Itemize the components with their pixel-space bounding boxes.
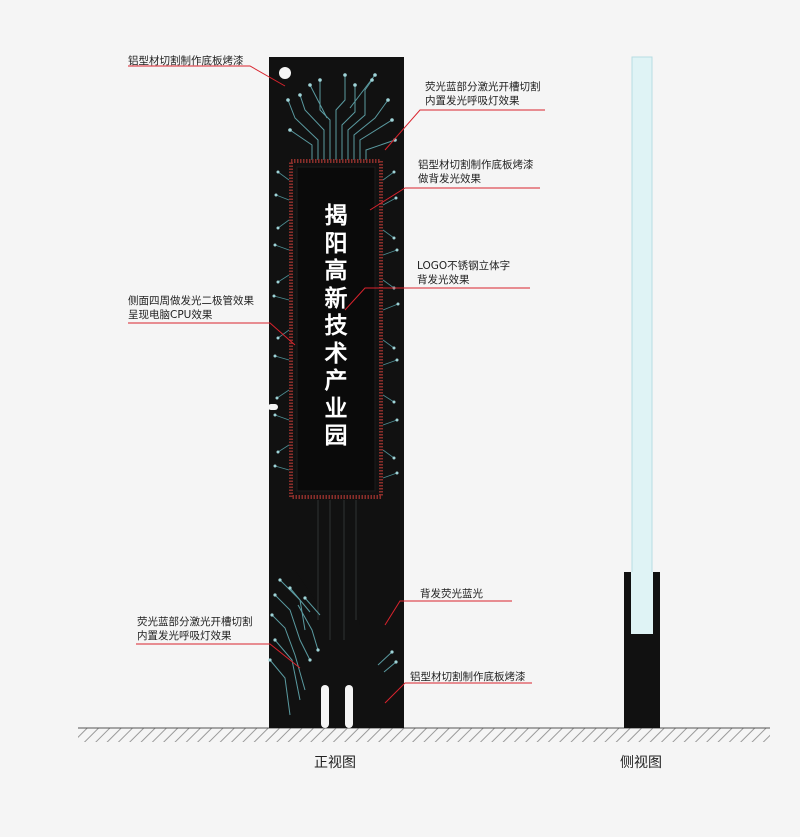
sign-char: 揭 bbox=[324, 203, 348, 229]
callout-diodes: 侧面四周做发光二极管效果 呈现电脑CPU效果 bbox=[128, 295, 254, 321]
sign-char: 业 bbox=[324, 395, 348, 422]
sign-char: 技 bbox=[324, 313, 348, 339]
front-view bbox=[268, 57, 404, 728]
cpu-pin-border bbox=[289, 159, 383, 499]
sign-char: 产 bbox=[324, 368, 348, 394]
callout-fluorescent-top: 荧光蓝部分激光开槽切割 内置发光呼吸灯效果 bbox=[425, 81, 541, 107]
circuit-nodes-top bbox=[286, 73, 397, 142]
callout-fluorescent-bottom: 荧光蓝部分激光开槽切割 内置发光呼吸灯效果 bbox=[137, 616, 253, 642]
sign-char: 园 bbox=[324, 423, 348, 449]
base-post-left bbox=[321, 685, 329, 728]
callout-logo: LOGO不锈钢立体字 背发光效果 bbox=[417, 260, 511, 286]
sign-char: 新 bbox=[324, 285, 348, 312]
sign-char: 阳 bbox=[324, 230, 348, 257]
ground-hatch bbox=[78, 728, 770, 742]
circuit-nodes-bottom bbox=[268, 578, 398, 664]
base-post-right bbox=[345, 685, 353, 728]
sign-title-vertical: 揭 阳 高 新 技 术 产 业 园 bbox=[311, 203, 361, 451]
side-notch bbox=[268, 404, 278, 410]
callout-backlit-panel: 铝型材切割制作底板烤漆 做背发光效果 bbox=[418, 159, 534, 185]
mounting-hole bbox=[279, 67, 291, 79]
callout-top-panel: 铝型材切割制作底板烤漆 bbox=[128, 55, 244, 67]
base-step bbox=[269, 570, 404, 728]
sign-char: 高 bbox=[324, 258, 348, 284]
diode-traces bbox=[273, 171, 399, 479]
callout-backlight: 背发荧光蓝光 bbox=[420, 588, 483, 600]
side-glass-panel bbox=[631, 56, 653, 635]
side-view bbox=[624, 56, 660, 728]
front-view-title: 正视图 bbox=[314, 755, 356, 771]
leader-lines bbox=[128, 65, 545, 704]
diode-nodes bbox=[272, 170, 400, 475]
circuit-traces-top bbox=[287, 74, 396, 160]
vertical-conduits bbox=[317, 500, 357, 640]
side-view-title: 侧视图 bbox=[620, 755, 662, 771]
logo-text-panel bbox=[296, 166, 376, 492]
sign-char: 术 bbox=[324, 340, 348, 367]
side-glass-insert bbox=[631, 572, 653, 634]
circuit-traces-bottom bbox=[269, 579, 397, 716]
callout-base-panel: 铝型材切割制作底板烤漆 bbox=[410, 671, 526, 683]
